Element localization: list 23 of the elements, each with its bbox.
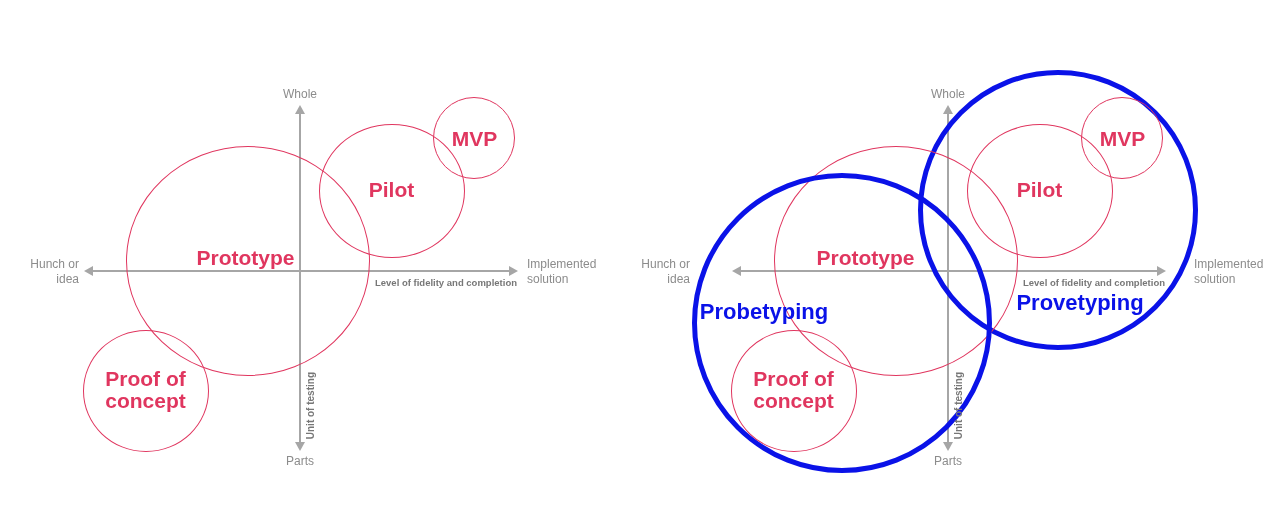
circle-label: MVP bbox=[1099, 127, 1146, 150]
axis-label: Parts bbox=[934, 453, 962, 469]
axis-label: Implemented solution bbox=[527, 257, 598, 287]
circle-title: Provetyping bbox=[1016, 291, 1144, 315]
circle-label: Prototype bbox=[816, 246, 915, 269]
axis-title: Unit of testing bbox=[305, 372, 317, 440]
axis-label: Whole bbox=[283, 86, 317, 102]
circle-label: Proof of concept bbox=[104, 367, 187, 414]
thick-outline-circle bbox=[692, 173, 992, 473]
axis-label: Hunch or idea bbox=[640, 257, 690, 287]
axis-label: Implemented solution bbox=[1194, 257, 1265, 287]
circle-label: Pilot bbox=[368, 178, 415, 201]
axis-title: Level of fidelity and completion bbox=[375, 277, 517, 289]
axis-label: Parts bbox=[286, 453, 314, 469]
circle-label: Pilot bbox=[1016, 178, 1063, 201]
axis-title: Level of fidelity and completion bbox=[1023, 277, 1165, 289]
circle-label: Prototype bbox=[196, 246, 295, 269]
circle-label: Proof of concept bbox=[752, 367, 835, 414]
axis-label: Whole bbox=[931, 86, 965, 102]
axis-title: Unit of testing bbox=[953, 372, 965, 440]
circle-label: MVP bbox=[451, 127, 498, 150]
axis-label: Hunch or idea bbox=[29, 257, 79, 287]
circle-title: Probetyping bbox=[699, 300, 829, 324]
